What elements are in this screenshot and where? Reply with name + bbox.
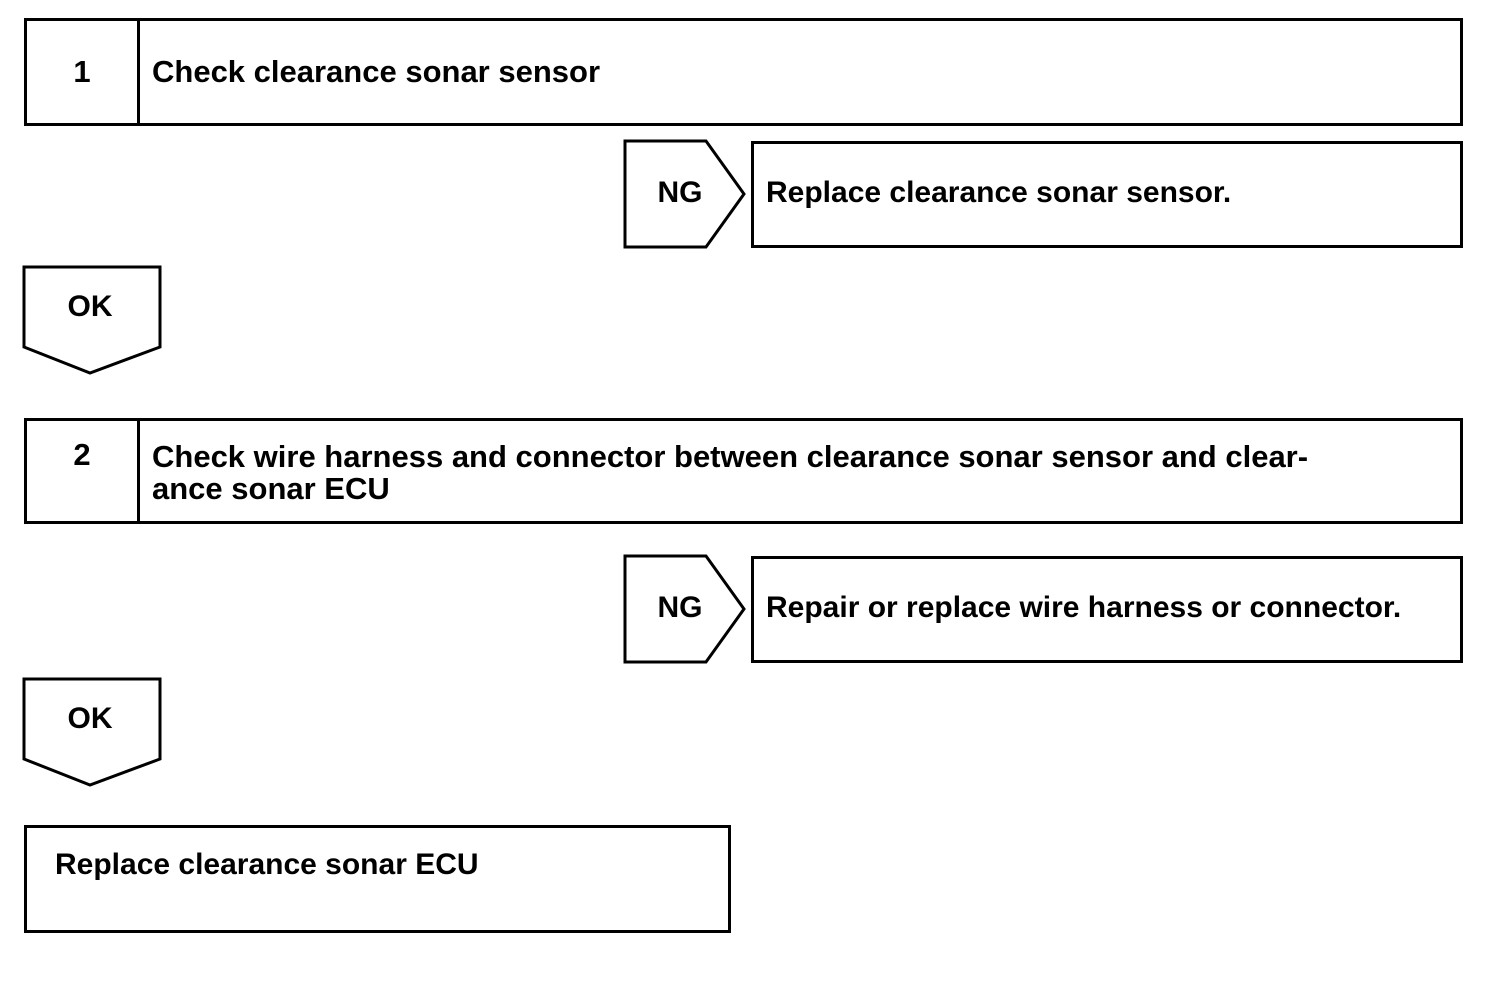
step-title: Check wire harness and connector between… (152, 439, 1309, 506)
final-action-box: Replace clearance sonar ECU (24, 825, 731, 933)
ng-action-text: Repair or replace wire harness or connec… (766, 591, 1402, 624)
ng-action-text: Replace clearance sonar sensor. (766, 176, 1232, 209)
ng-action-box (751, 141, 1463, 248)
ng-label: NG (657, 591, 703, 624)
step-2-box: 2 Check wire harness and connector betwe… (24, 418, 1463, 524)
final-action-text: Replace clearance sonar ECU (55, 848, 479, 881)
ok-label: OK (67, 290, 113, 323)
ok-label: OK (67, 702, 113, 735)
ng-action-box (751, 556, 1463, 663)
step-1-box: 1 Check clearance sonar sensor (24, 18, 1463, 126)
step-number: 1 (27, 21, 140, 123)
step-number: 2 (27, 421, 140, 521)
ng-label: NG (657, 176, 703, 209)
step-title: Check clearance sonar sensor (152, 54, 601, 89)
